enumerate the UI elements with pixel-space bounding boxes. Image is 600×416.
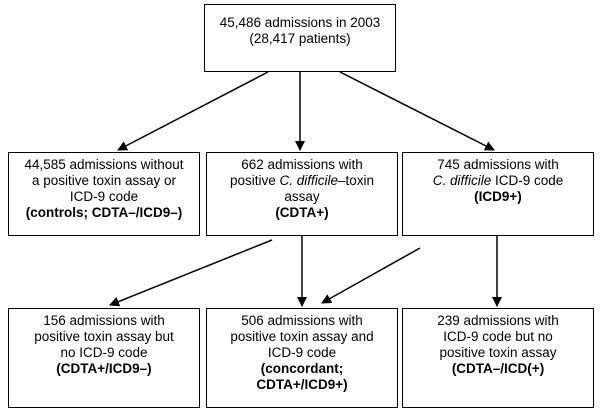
cdta-positive-box: 662 admissions with positive C. difficil… [206, 152, 398, 236]
concordant-label-1: (concordant; [260, 361, 344, 376]
icd9-label: (ICD9+) [474, 189, 522, 204]
concordant-line-3: ICD-9 code [267, 345, 337, 360]
arrow-right-to-bottom-center [321, 247, 421, 304]
cdta-only-line-1: 156 admissions with [43, 313, 165, 328]
total-admissions-box: 45,486 admissions in 2003 (28,417 patien… [204, 4, 396, 72]
cdta-only-box: 156 admissions with positive toxin assay… [8, 308, 200, 408]
cdta-only-line-2: positive toxin assay but [34, 329, 174, 344]
controls-line-2: a positive toxin assay or [31, 173, 177, 188]
concordant-box: 506 admissions with positive toxin assay… [206, 308, 398, 408]
icd9-only-line-3: positive toxin assay [439, 345, 557, 360]
cdta-line-3: assay [284, 189, 320, 204]
icd9-line-1: 745 admissions with [437, 157, 559, 172]
total-admissions-text: 45,486 admissions in 2003 [219, 15, 381, 30]
cdta-line-2-prefix: positive [229, 173, 280, 188]
icd9-positive-box: 745 admissions with C. difficile ICD-9 c… [402, 152, 594, 236]
arrow-top-to-right [339, 71, 495, 151]
cdta-only-label: (CDTA+/ICD9–) [56, 361, 152, 376]
concordant-label-2: CDTA+/ICD9+) [256, 377, 348, 392]
icd9-line-2-suffix: ICD-9 code [491, 173, 564, 188]
controls-line-3: ICD-9 code [69, 189, 139, 204]
controls-label: (controls; CDTA–/ICD9–) [25, 205, 183, 220]
icd9-line-2: C. difficile ICD-9 code [403, 173, 593, 189]
controls-line-1: 44,585 admissions without [24, 157, 184, 172]
icd9-only-line-2: ICD-9 code but no [443, 329, 553, 344]
arrow-top-to-left [117, 71, 269, 151]
cdta-organism-name: C. difficile [279, 173, 338, 188]
icd9-only-line-1: 239 admissions with [437, 313, 559, 328]
cdta-line-2-suffix: –toxin [338, 173, 375, 188]
controls-box: 44,585 admissions without a positive tox… [8, 152, 200, 236]
icd9-only-label: (CDTA–/ICD(+) [451, 361, 545, 376]
cdta-label: (CDTA+) [275, 205, 329, 220]
icd9-organism-name: C. difficile [432, 173, 492, 188]
icd9-only-box: 239 admissions with ICD-9 code but no po… [402, 308, 594, 408]
total-patients-text: (28,417 patients) [249, 31, 351, 46]
arrow-center-to-bottom-left [109, 239, 273, 307]
concordant-line-1: 506 admissions with [241, 313, 363, 328]
cdta-only-line-3: no ICD-9 code [60, 345, 148, 360]
concordant-line-2: positive toxin assay and [230, 329, 374, 344]
cdta-line-1: 662 admissions with [241, 157, 363, 172]
cdta-line-2: positive C. difficile–toxin [207, 173, 397, 189]
